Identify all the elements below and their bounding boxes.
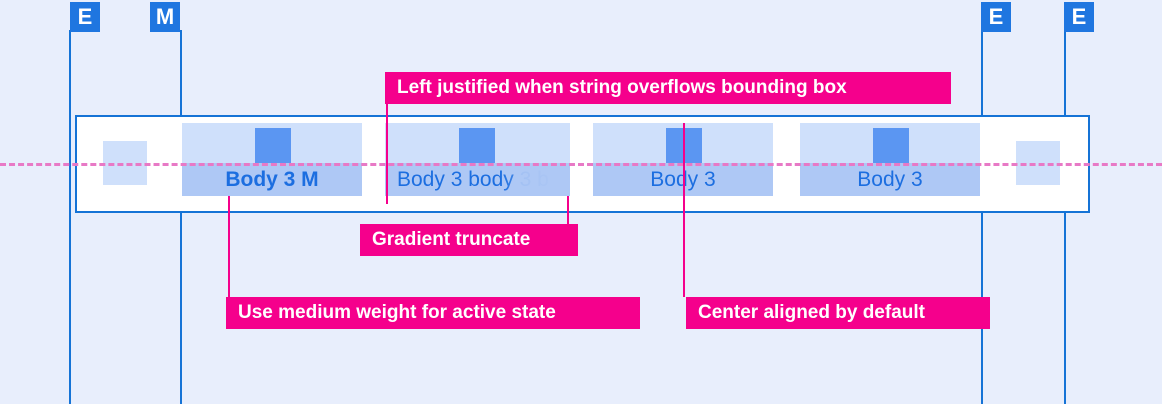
- tab-icon-area: [800, 123, 980, 166]
- tab-icon-placeholder: [255, 128, 291, 166]
- tab-icon-area: [182, 123, 362, 166]
- guide-line-1: [69, 30, 71, 404]
- tab-icon-area: [385, 123, 570, 166]
- tab-body-3-body-3-b[interactable]: Body 3 body 3 b: [385, 123, 570, 196]
- tab-body-3-center-b[interactable]: Body 3: [800, 123, 980, 196]
- annotation-leader-left-justified: [386, 104, 388, 204]
- edge-badge-right-outer: E: [1064, 2, 1094, 32]
- tab-label: Body 3: [800, 163, 980, 196]
- edge-badge-left-outer: E: [70, 2, 100, 32]
- tab-label-text: Body 3 body: [397, 168, 520, 191]
- guide-line-4: [1064, 30, 1066, 404]
- guide-line-2: [180, 30, 182, 404]
- annotation-medium-weight: Use medium weight for active state: [226, 297, 640, 329]
- annotation-leader-gradient-truncate: [567, 196, 569, 224]
- vertical-center-guide: [0, 163, 1162, 166]
- tab-icon-placeholder: [873, 128, 909, 166]
- tab-label: Body 3 body 3 b: [385, 163, 570, 196]
- annotation-leader-medium-weight: [228, 196, 230, 297]
- annotation-center-aligned: Center aligned by default: [686, 297, 990, 329]
- tab-label-truncated-tail: 3 b: [519, 168, 549, 191]
- annotation-leader-center-aligned: [683, 123, 685, 297]
- annotation-left-justified: Left justified when string overflows bou…: [385, 72, 951, 104]
- tab-label: Body 3 M: [182, 163, 362, 196]
- annotation-gradient-truncate: Gradient truncate: [360, 224, 578, 256]
- edge-badge-right-inner: E: [981, 2, 1011, 32]
- edge-badge-left-inner: M: [150, 2, 180, 32]
- tab-icon-placeholder: [459, 128, 495, 166]
- tab-body-3-m[interactable]: Body 3 M: [182, 123, 362, 196]
- guide-line-3: [981, 30, 983, 404]
